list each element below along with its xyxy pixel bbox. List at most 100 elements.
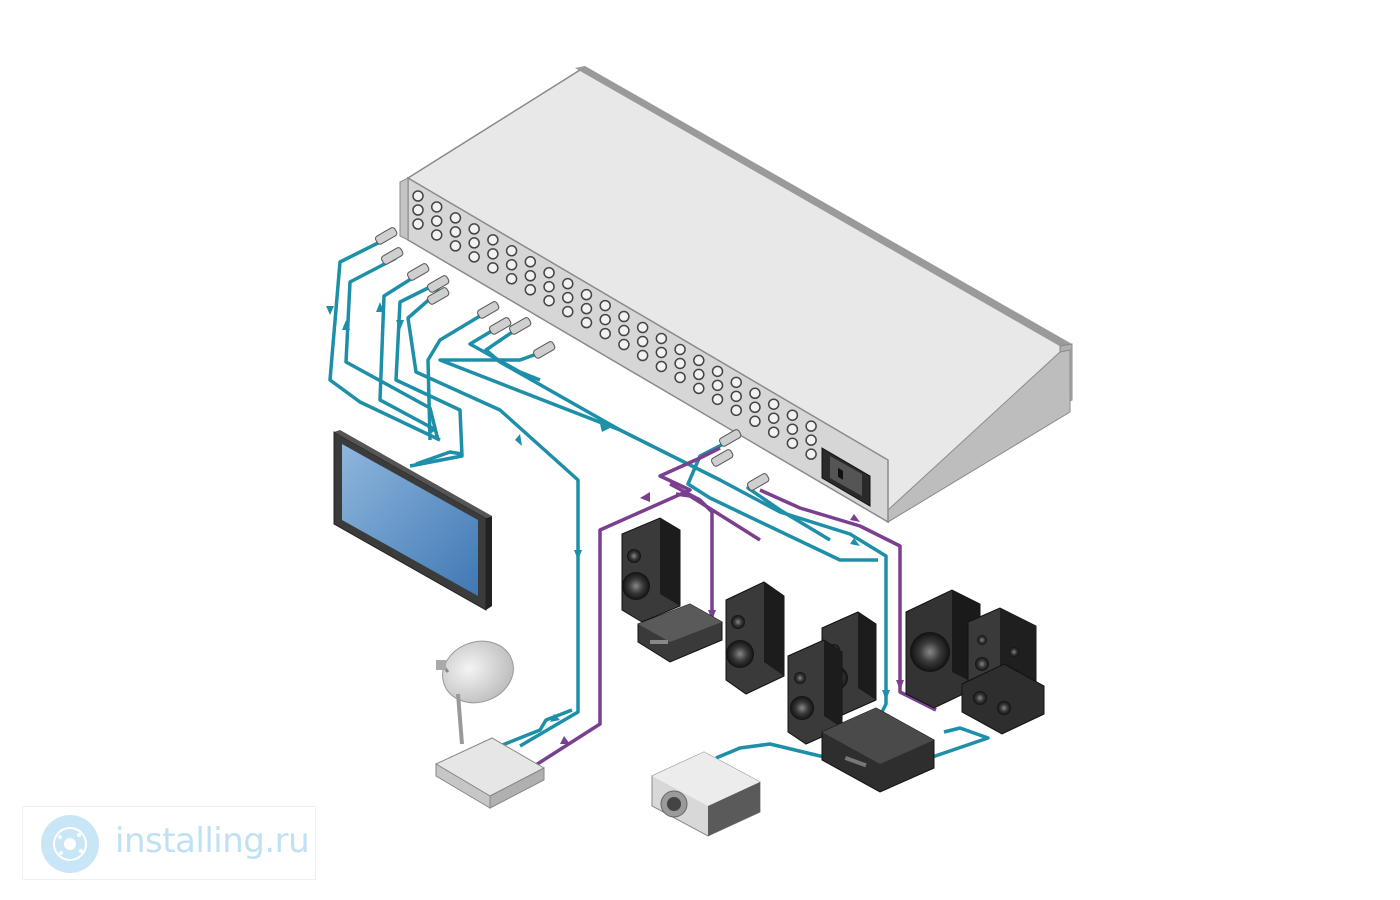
rca-jack (562, 305, 574, 318)
rca-jack (636, 335, 649, 348)
rca-plug (427, 275, 450, 293)
rca-jack (430, 201, 443, 213)
rca-jack (505, 245, 518, 257)
projector (651, 751, 761, 837)
rca-jack (449, 240, 462, 252)
watermark: installing.ru (22, 806, 316, 880)
watermark-text: installing.ru (115, 821, 310, 861)
rca-plug (747, 473, 770, 491)
rca-jack (430, 215, 443, 227)
rca-jack (786, 409, 799, 421)
speaker-bottom-2 (961, 663, 1045, 735)
rca-jack (412, 190, 424, 202)
rca-plug (427, 287, 450, 305)
speaker-right-1 (725, 581, 785, 695)
rca-plug (711, 449, 734, 467)
rca-jack (805, 434, 817, 446)
rca-jack (543, 294, 555, 307)
rca-jack (711, 379, 724, 392)
rca-jack (711, 365, 724, 378)
rca-jack (674, 357, 686, 370)
rca-jack (505, 273, 518, 285)
rca-jack (786, 437, 799, 449)
rca-jack (599, 327, 611, 340)
audio-cables (527, 446, 937, 772)
rca-jack (618, 338, 630, 351)
rca-jack (749, 387, 761, 400)
rca-plug (719, 429, 742, 447)
rca-jack (412, 218, 424, 230)
power-socket-icon (821, 447, 871, 507)
rca-jack (655, 332, 668, 345)
rca-plug (477, 301, 500, 319)
rca-jack (430, 229, 443, 241)
rca-jack (618, 324, 630, 337)
rca-jack (487, 234, 499, 246)
rca-jack (636, 349, 649, 362)
rca-jack (449, 212, 462, 224)
speaker-left-1 (621, 517, 681, 623)
rca-jack (693, 382, 705, 395)
rca-jack (730, 404, 742, 417)
subwoofer-2 (905, 589, 981, 709)
rca-plug (381, 247, 404, 265)
rca-jack (543, 280, 555, 293)
rca-jack (505, 259, 518, 271)
rca-jack (580, 302, 593, 315)
rca-jack (468, 223, 480, 235)
satellite-receiver (434, 737, 546, 809)
rca-jack (749, 401, 761, 414)
rca-jack (767, 426, 780, 438)
rca-jack (730, 390, 742, 403)
rca-jack (749, 415, 761, 428)
rca-jack (805, 448, 817, 460)
rca-jack (412, 204, 424, 216)
rca-jack (524, 270, 537, 282)
rca-jack (487, 248, 499, 260)
rca-jack (449, 226, 462, 238)
rca-jack (580, 288, 593, 301)
matrix-switcher (399, 66, 1073, 524)
signal-direction-arrows (326, 302, 904, 744)
rca-jack (674, 371, 686, 384)
speaker-front-2 (787, 639, 843, 745)
rca-jack (468, 237, 480, 249)
installing-logo-icon (41, 815, 99, 873)
rca-jack (487, 262, 499, 274)
flat-panel-display (333, 430, 492, 611)
rca-plugs (375, 227, 770, 491)
rca-plug (407, 263, 430, 281)
rca-plug (375, 227, 398, 245)
rca-jack (580, 316, 593, 329)
rca-jack (655, 346, 668, 359)
rca-jack (655, 360, 668, 373)
rca-jack (468, 251, 480, 263)
rca-plug (509, 317, 532, 335)
rca-jack (543, 266, 555, 279)
rca-jack (711, 393, 724, 406)
rca-connector-panel (412, 190, 817, 460)
rca-jack (693, 354, 705, 367)
rca-jack (599, 313, 611, 326)
rca-jack (805, 420, 817, 432)
rca-jack (767, 398, 780, 410)
rca-plug (533, 341, 556, 359)
video-cables (328, 234, 990, 770)
rca-jack (693, 368, 705, 381)
rca-jack (599, 299, 611, 312)
rca-jack (674, 343, 686, 356)
satellite-dish-icon (436, 640, 514, 745)
av-receiver-2 (821, 707, 935, 793)
rca-jack (636, 321, 649, 334)
rca-jack (786, 423, 799, 435)
rca-jack (562, 277, 574, 290)
rca-jack (767, 412, 780, 424)
rca-jack (618, 310, 630, 323)
rca-jack (730, 376, 742, 389)
rca-plug (489, 317, 512, 335)
rca-jack (524, 256, 537, 268)
rca-jack (524, 284, 537, 296)
amplifier-1 (637, 603, 723, 663)
rca-jack (562, 291, 574, 304)
